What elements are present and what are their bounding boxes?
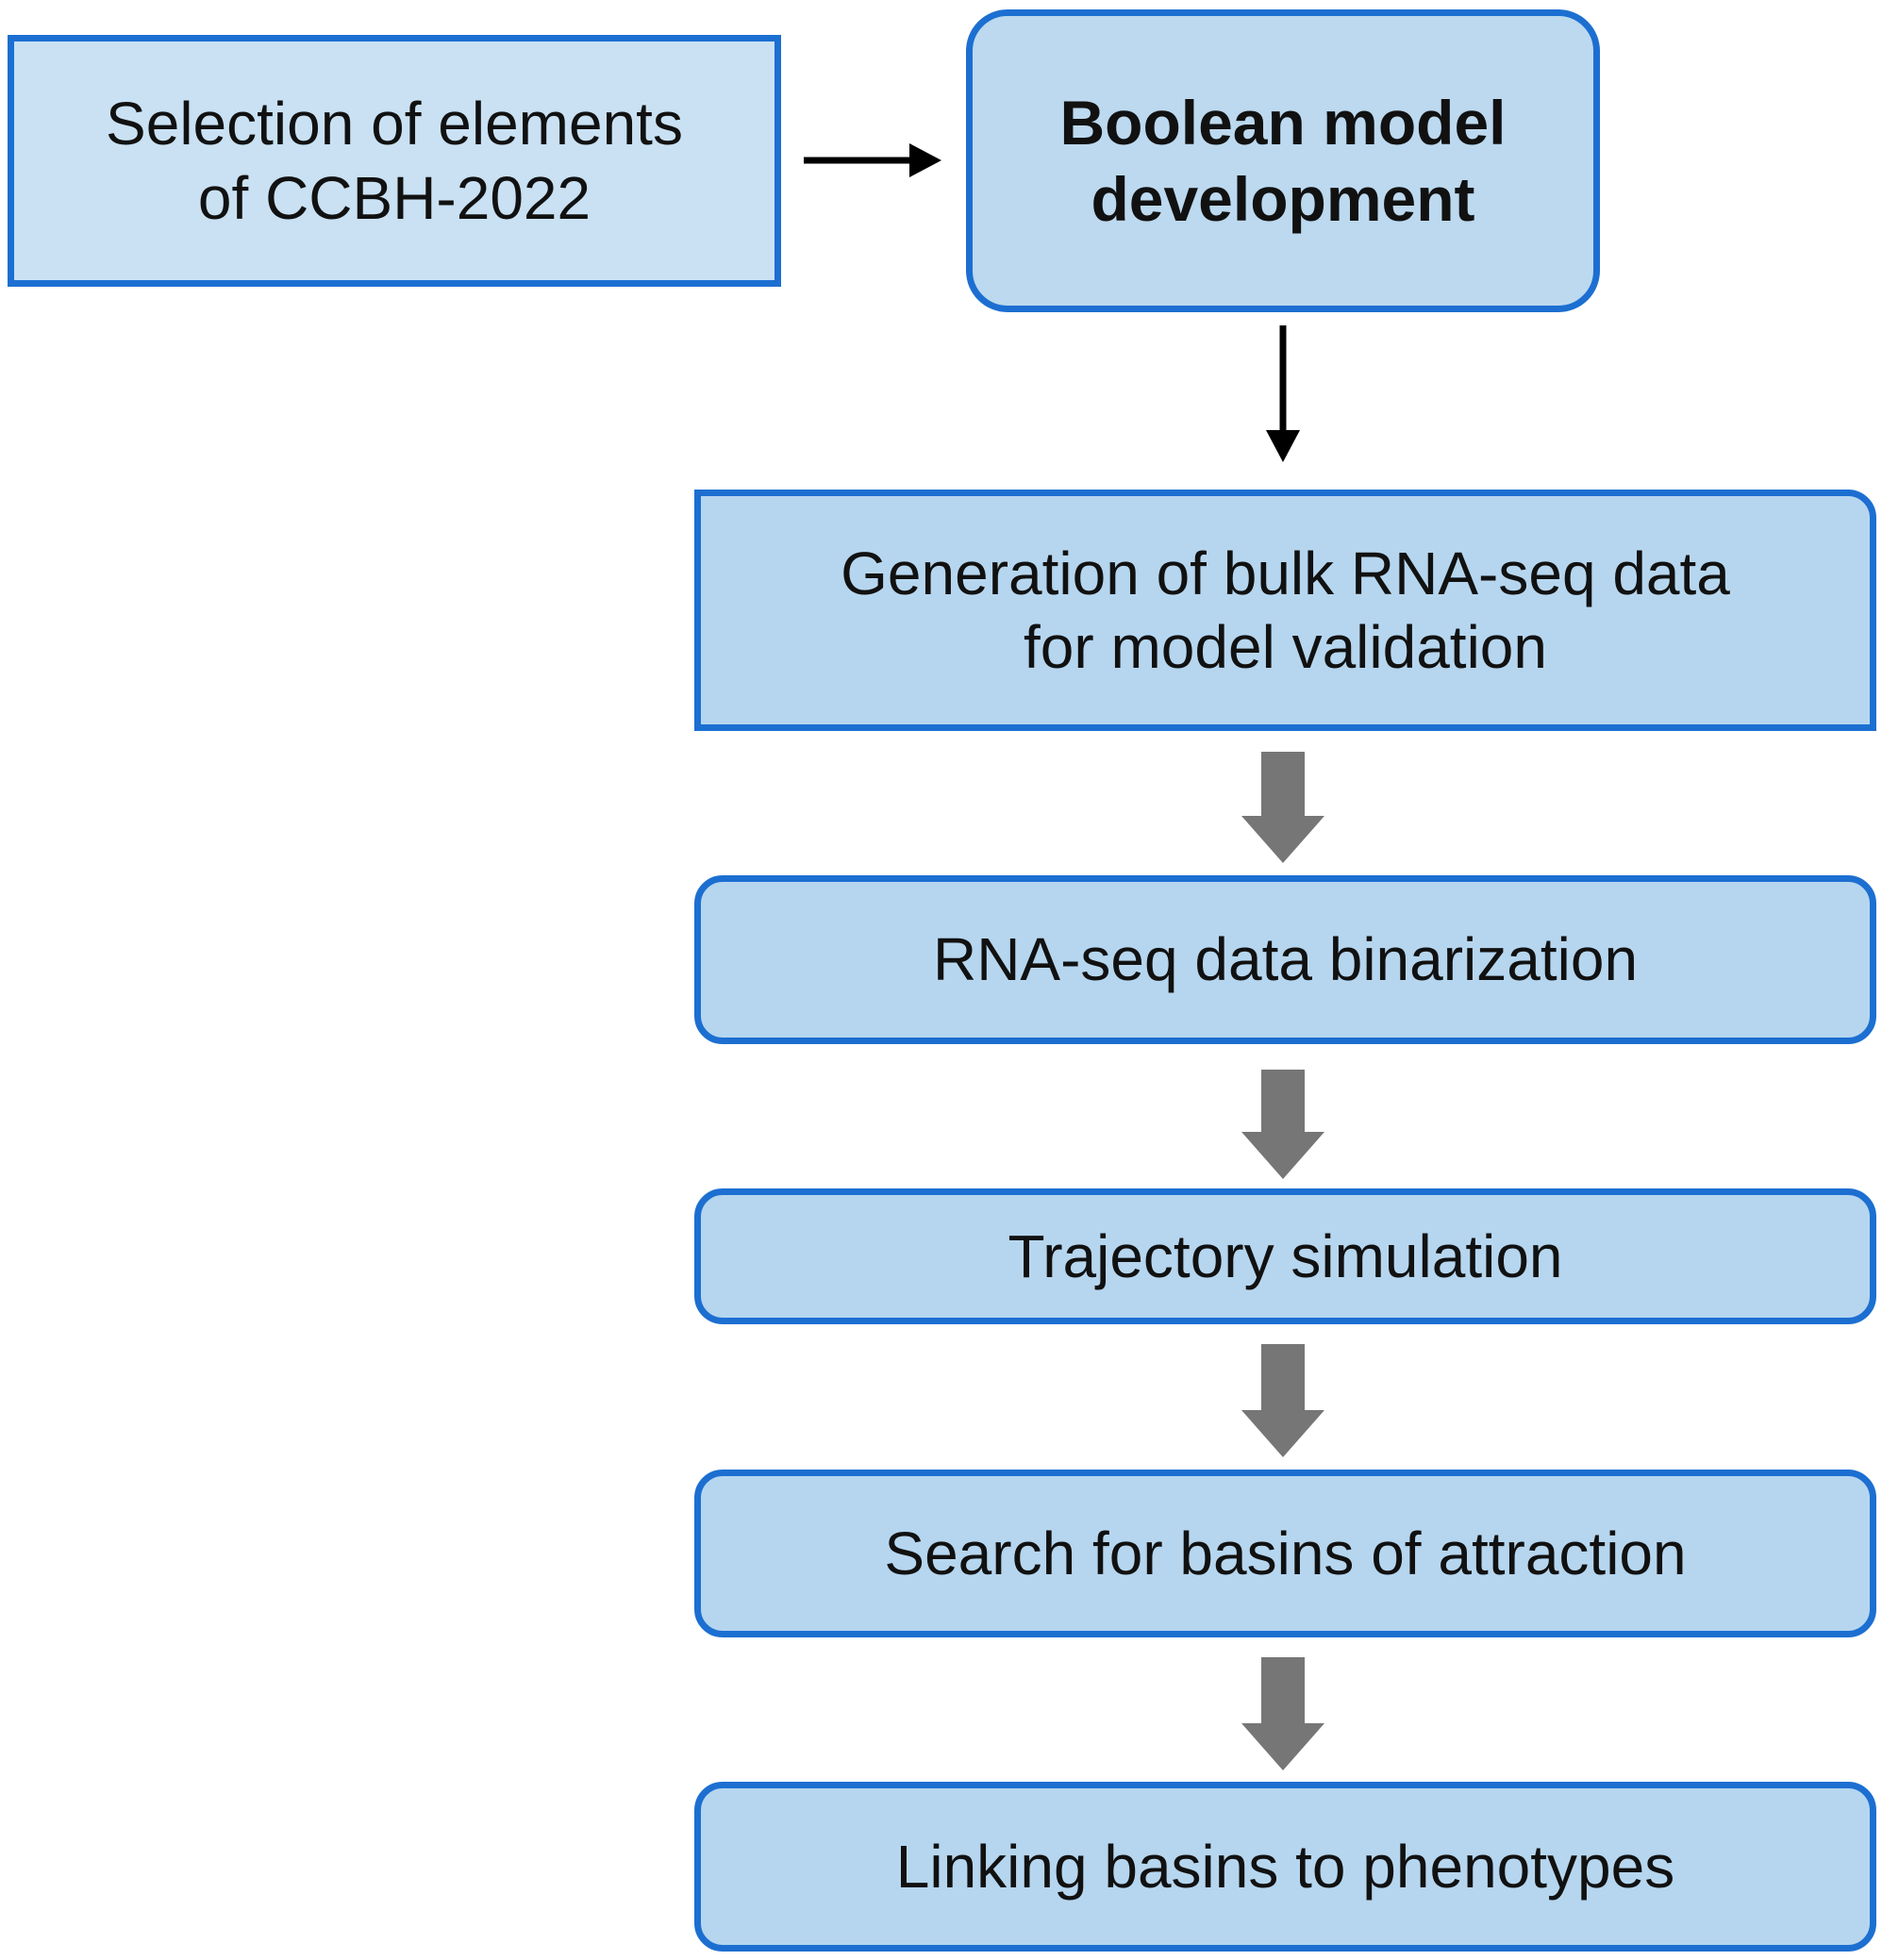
node-boolean: Boolean model development [966, 9, 1600, 312]
node-trajectory: Trajectory simulation [694, 1188, 1876, 1324]
node-selection-line2: of CCBH-2022 [197, 163, 591, 232]
node-selection-line1: Selection of elements [106, 90, 683, 158]
node-generation: Generation of bulk RNA-seq data for mode… [694, 490, 1876, 731]
block-arrow-trajectory-to-search [1241, 1344, 1324, 1457]
node-trajectory-label: Trajectory simulation [1008, 1221, 1563, 1290]
arrow-selection-to-boolean [804, 143, 941, 177]
block-arrow-generation-to-binarization [1241, 752, 1324, 863]
arrow-boolean-to-generation [1266, 325, 1300, 462]
block-arrow-binarization-to-trajectory [1241, 1070, 1324, 1179]
node-boolean-line2: development [1091, 163, 1475, 234]
block-arrow-search-to-linking [1241, 1657, 1324, 1770]
node-selection: Selection of elements of CCBH-2022 [8, 35, 781, 287]
node-search-label: Search for basins of attraction [884, 1519, 1687, 1587]
node-linking-label: Linking basins to phenotypes [895, 1832, 1675, 1901]
node-generation-line2: for model validation [1024, 613, 1547, 681]
node-boolean-line1: Boolean model [1059, 87, 1507, 158]
node-generation-line1: Generation of bulk RNA-seq data [841, 539, 1730, 607]
node-linking: Linking basins to phenotypes [694, 1782, 1876, 1952]
node-search: Search for basins of attraction [694, 1470, 1876, 1637]
node-binarization-label: RNA-seq data binarization [932, 925, 1639, 994]
node-binarization: RNA-seq data binarization [694, 875, 1876, 1044]
